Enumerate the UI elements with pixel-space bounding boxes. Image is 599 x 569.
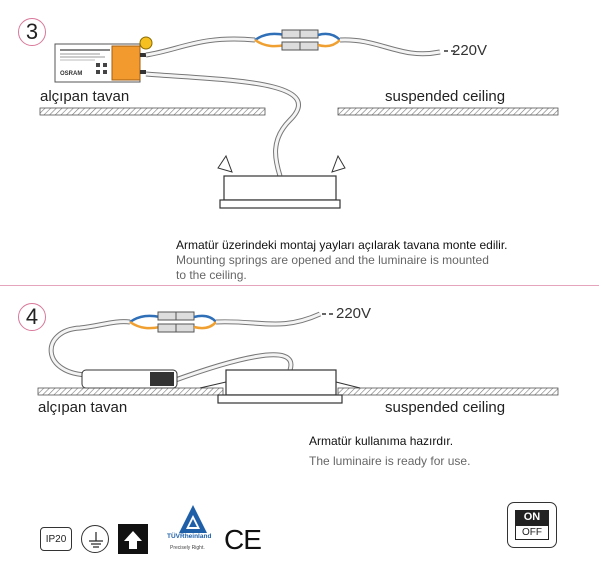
tuv-certification-badge: TÜVRheinland Precisely Right. (167, 503, 219, 555)
indoor-use-arrow-icon (118, 524, 148, 554)
step-number-4: 4 (18, 303, 46, 331)
step-number-text: 3 (25, 19, 39, 44)
caption-en-step3-line2: to the ceiling. (176, 268, 247, 282)
ip20-text: IP20 (45, 533, 67, 545)
caption-tr-step3: Armatür üzerindeki montaj yayları açılar… (176, 238, 508, 252)
driver-unit-illustration (54, 36, 153, 83)
ip20-badge: IP20 (40, 527, 72, 551)
tuv-triangle-icon (179, 505, 207, 533)
section-divider (0, 285, 599, 286)
wiring-diagram-step3 (39, 29, 559, 209)
voltage-label-step4: 220V (336, 305, 372, 322)
caption-en-step4: The luminaire is ready for use. (309, 454, 471, 468)
on-label: ON (515, 510, 549, 525)
ceiling-label-left-step3: alçıpan tavan (40, 88, 130, 105)
tuv-tagline: Precisely Right. (170, 545, 205, 551)
driver-brand-label: OSRAM (60, 71, 83, 77)
ceiling-label-left-step4: alçıpan tavan (38, 399, 128, 416)
on-off-switch-badge: ON OFF (507, 502, 557, 548)
step-number-3: 3 (18, 18, 46, 46)
caption-en-step3-line1: Mounting springs are opened and the lumi… (176, 253, 489, 267)
ceiling-label-right-step4: suspended ceiling (385, 399, 506, 416)
step-number-text: 4 (25, 304, 39, 329)
ce-mark: CE (224, 524, 262, 555)
ground-symbol-icon (81, 525, 109, 553)
voltage-label-step3: 220V (452, 42, 488, 59)
off-label: OFF (515, 525, 549, 540)
caption-tr-step4: Armatür kullanıma hazırdır. (309, 434, 454, 448)
ceiling-label-right-step3: suspended ceiling (385, 88, 506, 105)
tuv-name: TÜVRheinland (167, 533, 212, 540)
wiring-diagram-step4 (37, 311, 559, 404)
